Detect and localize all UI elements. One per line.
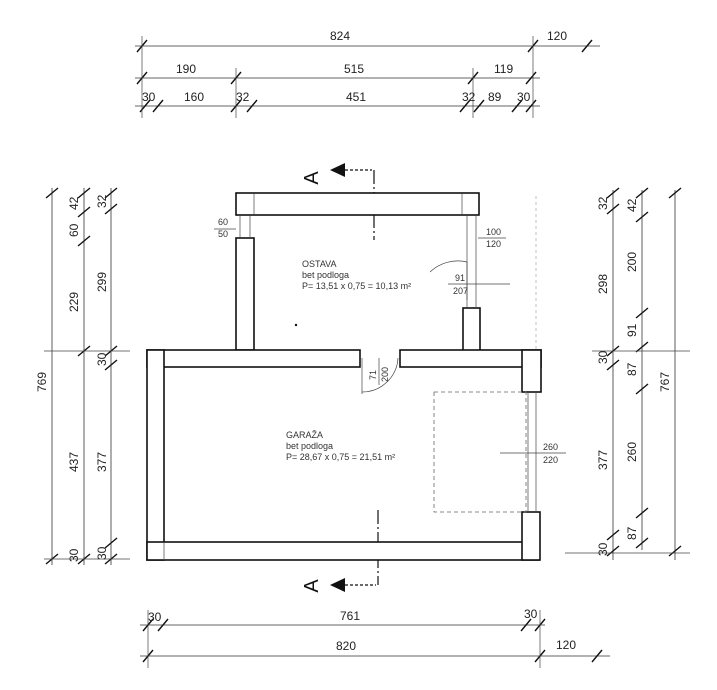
door-swings	[361, 260, 468, 394]
dim-top-160: 160	[184, 90, 204, 104]
dim-left-299: 299	[95, 272, 109, 292]
dim-left-377: 377	[95, 452, 109, 472]
opening-garage-door: 260 220	[500, 442, 566, 465]
dim-bottom-30b: 30	[524, 607, 538, 621]
left-dimension-chains: 769 42 60 229 437 30 32 299 30 377 30	[35, 187, 130, 565]
room-floor-garaza: bet podloga	[286, 441, 333, 451]
room-area-ostava: P= 13,51 x 0,75 = 10,13 m²	[302, 281, 411, 291]
dim-left-60: 60	[67, 223, 81, 237]
garage-door-outline	[433, 391, 527, 513]
dim-bottom-120: 120	[556, 638, 576, 652]
window-right-width: 100	[486, 227, 501, 237]
room-garaza: GARAŽA bet podloga P= 28,67 x 0,75 = 21,…	[286, 430, 395, 462]
dim-bottom-30a: 30	[148, 610, 162, 624]
room-floor-ostava: bet podloga	[302, 270, 349, 280]
dim-top-824: 824	[330, 29, 350, 43]
dim-top-515: 515	[344, 62, 364, 76]
window-left-height: 50	[218, 229, 228, 239]
dim-left-30-mid: 30	[67, 548, 81, 562]
window-left-width: 60	[218, 217, 228, 227]
dim-right-767: 767	[658, 372, 672, 392]
walls	[146, 192, 542, 561]
opening-window-left: 60 50	[214, 217, 236, 239]
dim-top-190: 190	[176, 62, 196, 76]
dim-right-298: 298	[596, 274, 610, 294]
dim-right-32: 32	[596, 196, 610, 210]
door-inner-width: 71	[368, 370, 378, 380]
dim-left-229: 229	[67, 292, 81, 312]
right-dimension-chains: 32 298 30 377 30 42 200 91 87 260 87 767	[565, 187, 690, 560]
garage-door-height: 220	[543, 455, 558, 465]
opening-door-ostava: 91 207	[448, 273, 510, 296]
top-dimension-chains: 824 120 190 515 119 30 160 32 451 32 89 …	[135, 29, 600, 118]
dim-right-377: 377	[596, 450, 610, 470]
opening-window-right: 100 120	[478, 227, 506, 249]
room-area-garaza: P= 28,67 x 0,75 = 21,51 m²	[286, 452, 395, 462]
dim-right-87-top: 87	[625, 362, 639, 376]
door-inner-height: 200	[380, 367, 390, 382]
dim-top-32a: 32	[236, 90, 250, 104]
section-mark-bottom: A	[301, 510, 379, 593]
dim-right-200: 200	[625, 252, 639, 272]
dim-top-30a: 30	[142, 90, 156, 104]
dim-right-42: 42	[625, 198, 639, 212]
bottom-dimension-chains: 30 761 30 820 120	[140, 607, 610, 668]
dim-top-120: 120	[547, 29, 567, 43]
dim-right-91: 91	[625, 323, 639, 337]
garage-door-width: 260	[543, 442, 558, 452]
dim-right-260: 260	[625, 442, 639, 462]
dim-top-32b: 32	[462, 90, 476, 104]
door-ostava-height: 207	[453, 286, 468, 296]
section-label-bottom: A	[301, 579, 323, 593]
opening-door-inner: 71 200	[368, 358, 390, 385]
room-ostava: OSTAVA bet podloga P= 13,51 x 0,75 = 10,…	[302, 259, 411, 291]
door-ostava-width: 91	[455, 273, 465, 283]
room-name-garaza: GARAŽA	[286, 430, 323, 440]
window-right-height: 120	[486, 239, 501, 249]
dim-left-769: 769	[35, 372, 49, 392]
dim-left-30-bot: 30	[95, 546, 109, 560]
dim-left-437: 437	[67, 452, 81, 472]
dim-right-30-top: 30	[596, 350, 610, 364]
dim-left-32: 32	[95, 194, 109, 208]
section-label-top: A	[301, 171, 323, 185]
dim-top-89: 89	[488, 90, 502, 104]
room-name-ostava: OSTAVA	[302, 259, 337, 269]
dim-bottom-761: 761	[340, 609, 360, 623]
dim-right-87-bot: 87	[625, 526, 639, 540]
dim-top-30b: 30	[517, 90, 531, 104]
dim-right-30-bot: 30	[596, 542, 610, 556]
dim-bottom-820: 820	[336, 639, 356, 653]
dim-top-119: 119	[494, 62, 513, 76]
dim-left-42: 42	[67, 196, 81, 210]
dim-top-451: 451	[346, 90, 366, 104]
dim-left-30-top: 30	[95, 352, 109, 366]
